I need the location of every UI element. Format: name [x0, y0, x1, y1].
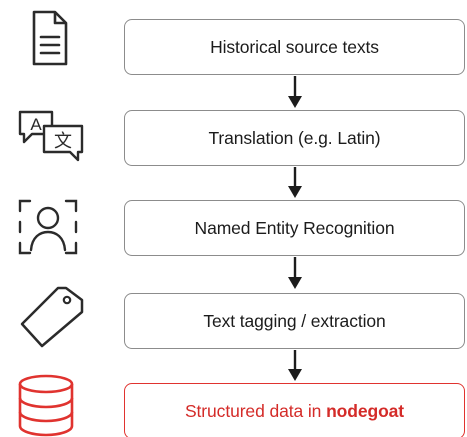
translate-source-glyph: A — [30, 115, 42, 134]
step-structured-data: Structured data in nodegoat — [124, 383, 465, 437]
tag-icon — [8, 284, 88, 348]
step-label-prefix: Structured data in — [184, 400, 327, 421]
translate-target-glyph: 文 — [54, 131, 72, 152]
arrow-down-icon — [284, 350, 306, 382]
nodegoat-label: nodegoat — [326, 400, 405, 421]
arrow-down-icon — [284, 76, 306, 109]
step-label: Structured data in nodegoat — [185, 401, 404, 422]
document-icon — [8, 6, 88, 70]
step-tagging: Text tagging / extraction — [124, 293, 465, 349]
step-label: Translation (e.g. Latin) — [208, 127, 381, 148]
step-label: Named Entity Recognition — [194, 217, 395, 238]
arrow-down-icon — [284, 167, 306, 199]
person-recognition-icon — [8, 195, 88, 259]
arrow-down-icon — [284, 257, 306, 290]
step-source-texts: Historical source texts — [124, 19, 465, 75]
step-ner: Named Entity Recognition — [124, 200, 465, 256]
step-label: Historical source texts — [210, 36, 379, 57]
step-translation: Translation (e.g. Latin) — [124, 110, 465, 166]
database-icon — [8, 374, 88, 437]
translate-icon: A 文 — [8, 102, 88, 166]
step-label: Text tagging / extraction — [203, 310, 386, 331]
